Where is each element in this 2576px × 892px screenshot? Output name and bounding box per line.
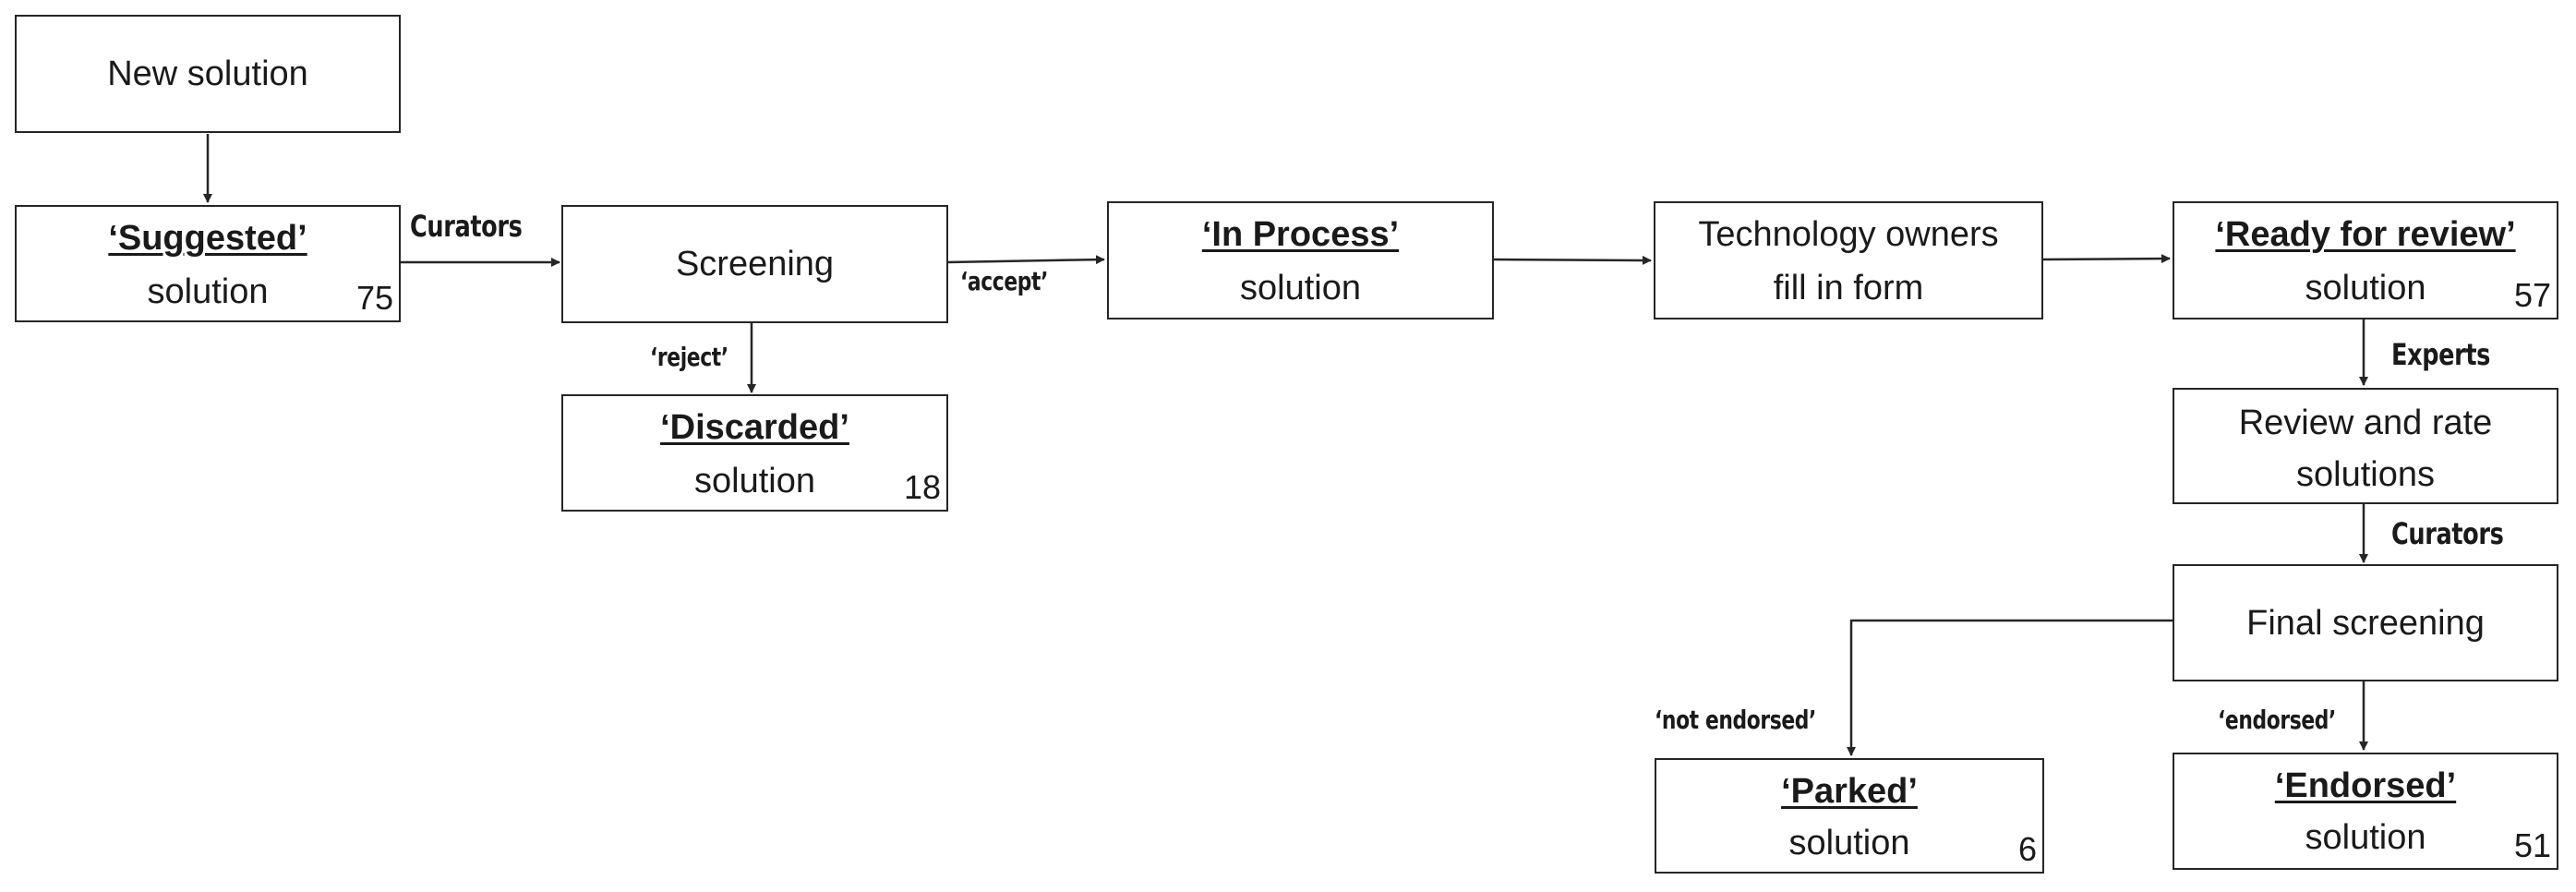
edge-label-accept: ‘accept’ [960,266,1048,296]
ready-for-review-count: 57 [2513,276,2551,314]
in-process-status: ‘In Process’ [1201,215,1400,254]
parked-status: ‘Parked’ [1781,772,1918,811]
endorsed-node: ‘Endorsed’ solution 51 [2173,753,2558,870]
edge-label-reject: ‘reject’ [650,342,728,372]
arrow-in-process-to-tech-owners [1492,255,1652,265]
parked-label: solution [1788,824,1910,862]
suggested-status: ‘Suggested’ [108,219,307,258]
discarded-status: ‘Discarded’ [660,408,849,447]
ready-for-review-label: solution [2305,269,2426,307]
tech-owners-line1: Technology owners [1698,215,1999,254]
suggested-label: solution [147,272,269,311]
edge-label-experts: Experts [2391,337,2490,372]
in-process-label: solution [1240,269,1361,307]
review-rate-line1: Review and rate [2238,404,2493,442]
suggested-count: 75 [355,279,393,317]
edge-label-endorsed: ‘endorsed’ [2218,705,2336,735]
parked-node: ‘Parked’ solution 6 [1655,758,2044,874]
tech-owners-node: Technology owners fill in form [1654,201,2043,319]
discarded-count: 18 [903,468,941,506]
tech-owners-line2: fill in form [1773,269,1924,307]
endorsed-count: 51 [2513,826,2551,864]
final-screening-node: Final screening [2173,564,2558,681]
suggested-node: ‘Suggested’ solution 75 [15,205,401,322]
edge-label-not-endorsed: ‘not endorsed’ [1655,705,1816,735]
ready-for-review-status: ‘Ready for review’ [2215,215,2516,254]
parked-count: 6 [2017,830,2037,868]
endorsed-label: solution [2305,818,2426,857]
discarded-node: ‘Discarded’ solution 18 [561,394,948,512]
arrow-final-to-parked [1847,619,2173,756]
discarded-label: solution [694,462,815,500]
endorsed-status: ‘Endorsed’ [2274,766,2457,805]
screening-node: Screening [561,205,948,323]
screening-label: Screening [675,245,835,283]
edge-label-curators-2: Curators [2391,516,2504,551]
ready-for-review-node: ‘Ready for review’ solution 57 [2173,201,2558,319]
arrow-screening-to-in-process [946,255,1105,265]
review-rate-node: Review and rate solutions [2173,388,2558,504]
review-rate-line2: solutions [2296,455,2435,494]
new-solution-label: New solution [107,54,308,93]
new-solution-node: New solution [15,15,401,133]
edge-label-curators-1: Curators [410,209,523,244]
in-process-node: ‘In Process’ solution [1107,201,1494,319]
final-screening-label: Final screening [2246,604,2485,643]
